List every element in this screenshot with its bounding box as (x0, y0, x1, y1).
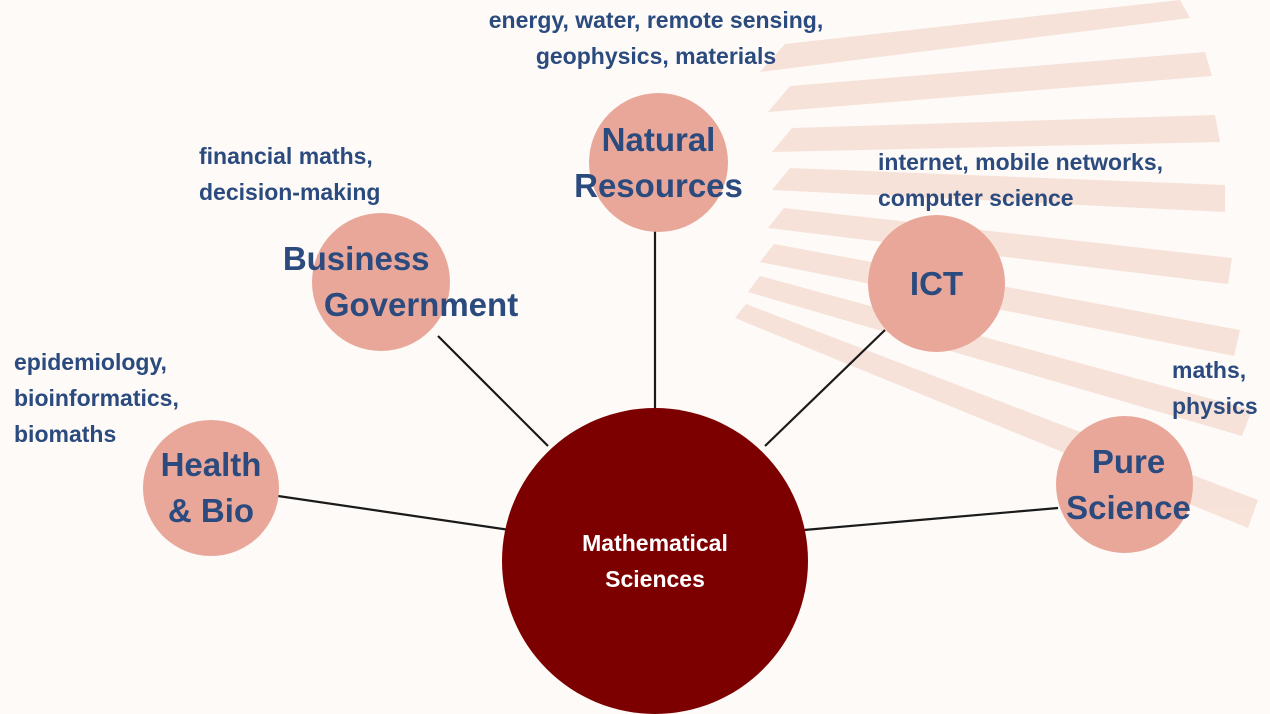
note-business-line1: financial maths, (199, 143, 373, 169)
background-ray (748, 276, 1252, 436)
connector-health (277, 494, 511, 532)
natural-label-line2: Resources (574, 166, 743, 204)
health-bio-node: Health & Bio (143, 420, 279, 556)
pure-science-node: Pure Science (1056, 416, 1193, 553)
health-label-line2: & Bio (167, 492, 255, 529)
note-ict: internet, mobile networks, computer scie… (878, 144, 1163, 216)
connector-business (437, 335, 549, 447)
note-pure: maths, physics (1172, 352, 1258, 424)
note-natural-line1: energy, water, remote sensing, (488, 7, 824, 33)
pure-label-line1: Pure (1091, 442, 1166, 480)
background-ray (760, 0, 1190, 72)
note-business: financial maths, decision-making (199, 138, 380, 210)
center-label-line1: Mathematical (582, 530, 728, 556)
background-ray (768, 208, 1232, 284)
background-ray (772, 115, 1220, 152)
health-label-line1: Health (160, 446, 262, 483)
business-label-line1: Business (282, 240, 430, 277)
note-ict-line2: computer science (878, 185, 1074, 211)
background-ray (768, 52, 1212, 112)
ict-node: ICT (868, 215, 1005, 352)
pure-label-line2: Science (1066, 488, 1191, 526)
note-pure-line1: maths, (1172, 357, 1247, 383)
background-ray (772, 168, 1225, 212)
note-health-line1: epidemiology, (14, 349, 167, 375)
mathematical-sciences-node: Mathematical Sciences (502, 408, 808, 714)
connector-lines (277, 230, 1059, 532)
natural-resources-node: Natural Resources (574, 93, 743, 232)
note-pure-line2: physics (1172, 393, 1258, 419)
connector-pure (803, 506, 1059, 532)
center-label-line2: Sciences (605, 566, 705, 592)
natural-label-line1: Natural (601, 120, 716, 158)
note-natural: energy, water, remote sensing, geophysic… (454, 2, 858, 74)
connector-ict (764, 329, 886, 447)
business-government-node: Business Government (283, 213, 518, 351)
note-health: epidemiology, bioinformatics, biomaths (14, 344, 179, 452)
note-natural-line2: geophysics, materials (535, 43, 777, 69)
note-health-line2: bioinformatics, (14, 385, 179, 411)
ict-label: ICT (909, 264, 964, 302)
note-health-line3: biomaths (14, 421, 117, 447)
note-ict-line1: internet, mobile networks, (878, 149, 1163, 175)
note-business-line2: decision-making (199, 179, 381, 205)
business-label-line2: Government (323, 286, 519, 323)
